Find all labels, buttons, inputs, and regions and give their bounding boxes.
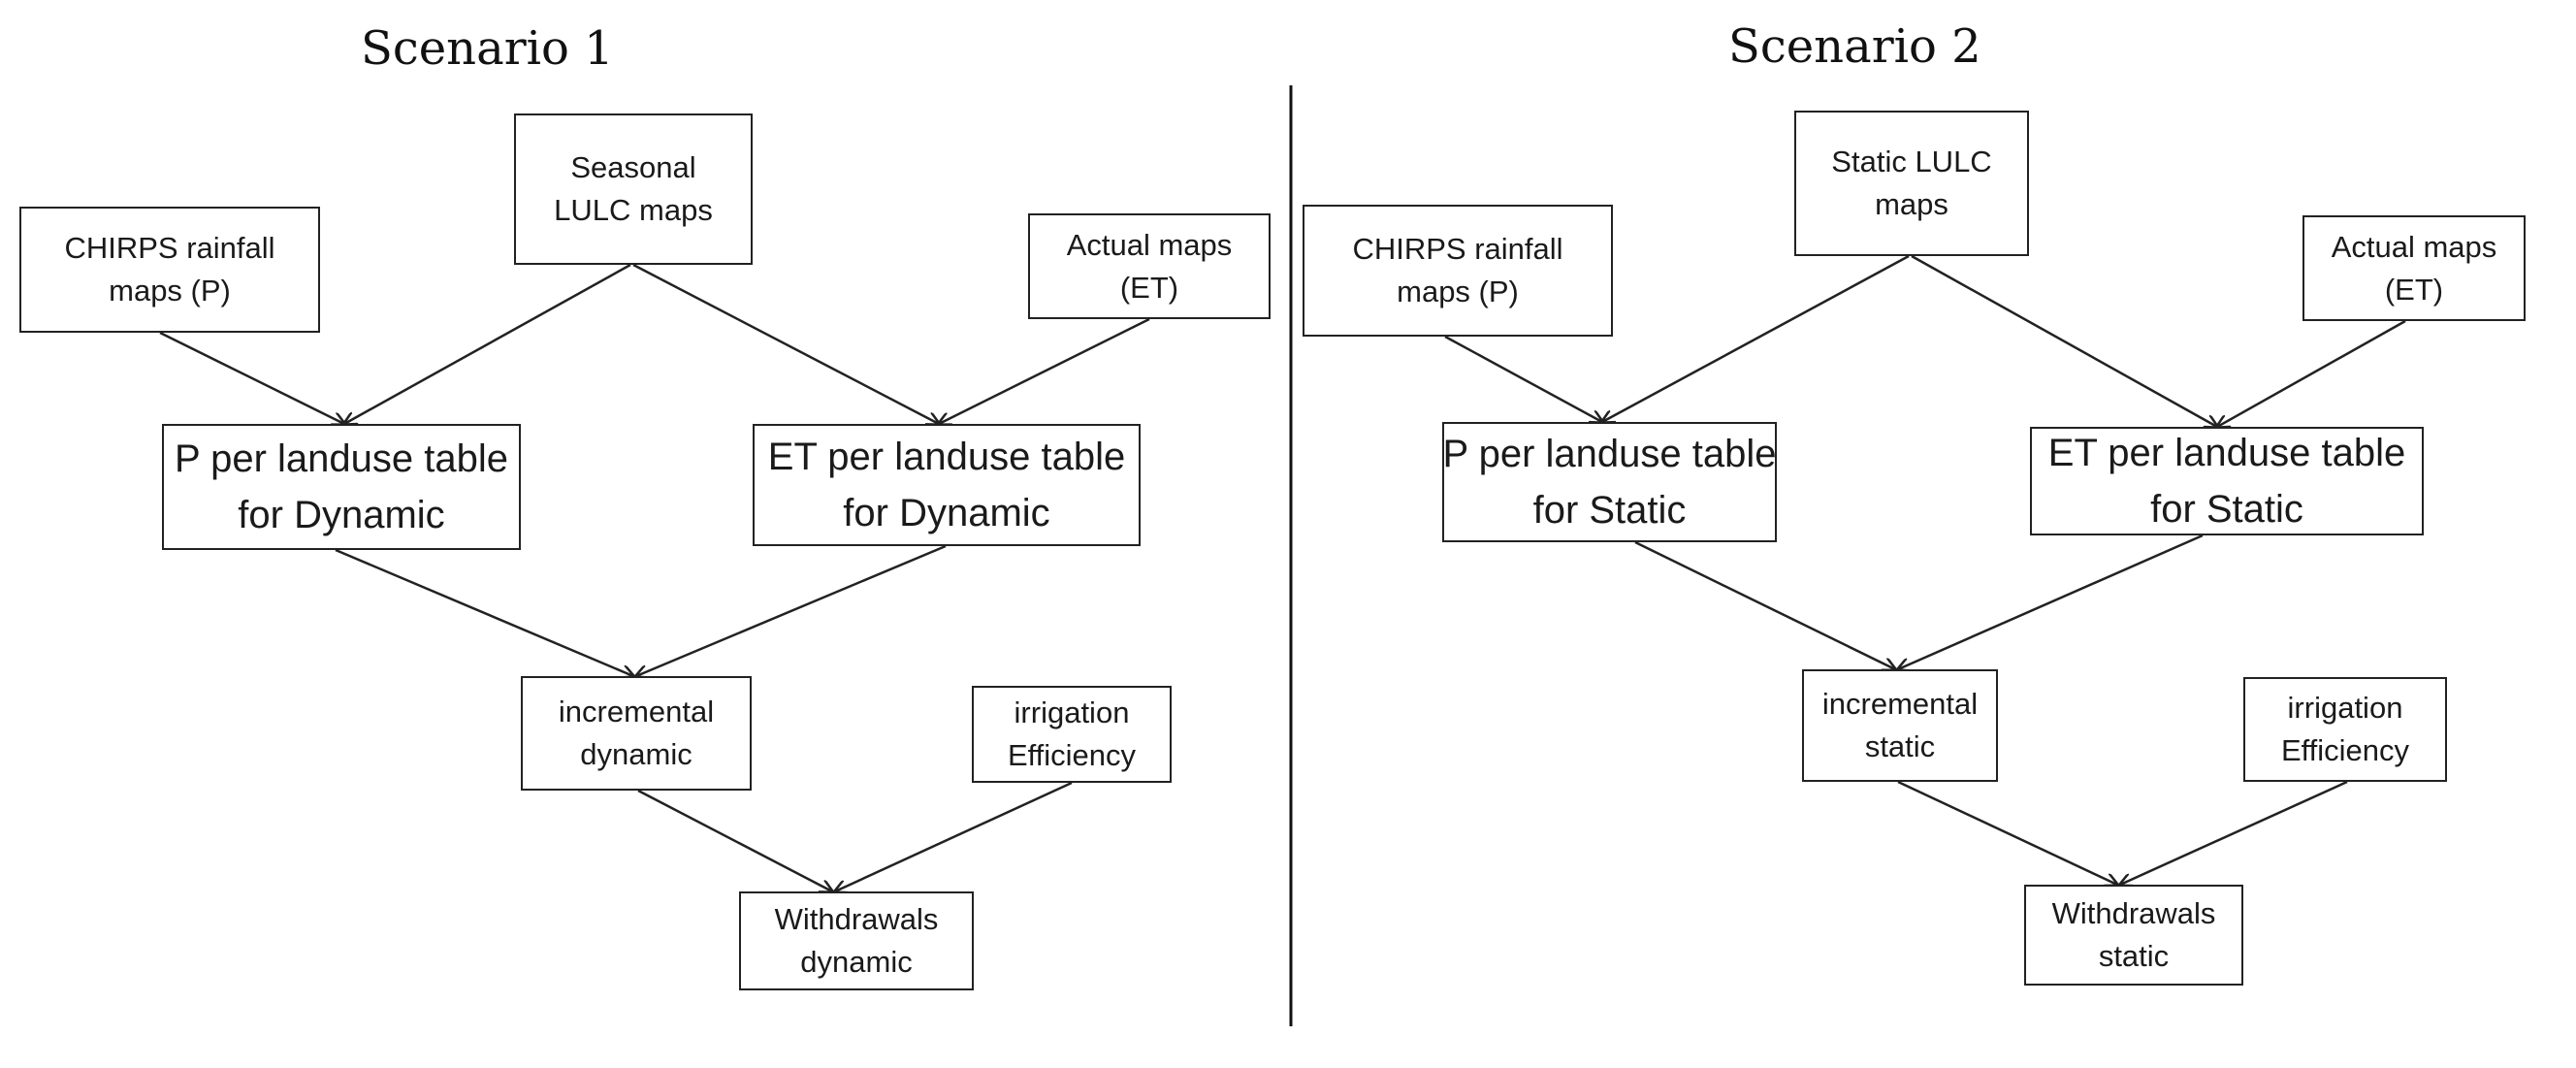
p-landuse-table-static-box: P per landuse table for Static <box>1442 422 1777 542</box>
et-landuse-table-static-box: ET per landuse table for Static <box>2030 427 2424 535</box>
box-line: Withdrawals <box>774 902 939 936</box>
box-line: Withdrawals <box>2051 896 2216 930</box>
seasonal-lulc-box: Seasonal LULC maps <box>514 113 753 265</box>
withdrawals-dynamic-box: Withdrawals dynamic <box>739 891 974 990</box>
box-line: for Dynamic <box>843 492 1050 534</box>
box-line: Seasonal <box>570 150 696 184</box>
box-line: Actual maps <box>2331 229 2497 264</box>
et-landuse-table-dynamic-box: ET per landuse table for Dynamic <box>753 424 1141 546</box>
box-line: Efficiency <box>2280 733 2410 767</box>
box-line: static <box>2098 939 2170 973</box>
box-line: CHIRPS rainfall <box>64 231 275 265</box>
box-line: ET per landuse table <box>767 436 1126 478</box>
incremental-static-box: incremental static <box>1802 669 1998 782</box>
scenario-1-title: Scenario 1 <box>361 21 614 76</box>
scenario-2-title: Scenario 2 <box>1728 19 1981 74</box>
actual-maps-box-1: Actual maps (ET) <box>1028 213 1271 319</box>
box-line: for Static <box>1532 489 1687 532</box>
box-line: Efficiency <box>1007 738 1137 772</box>
box-line: P per landuse table <box>175 437 508 480</box>
box-line: LULC maps <box>554 193 713 227</box>
arrow-irrigation-to-withdrawals-2 <box>2120 780 2348 885</box>
box-line: maps <box>1875 187 1948 221</box>
box-line: irrigation <box>2287 691 2403 725</box>
box-line: dynamic <box>580 737 692 771</box>
box-line: dynamic <box>800 945 913 979</box>
arrow-incremental-to-withdrawals-2 <box>1897 780 2117 885</box>
chirps-rainfall-box-1: CHIRPS rainfall maps (P) <box>19 207 320 333</box>
arrow-irrigation-to-withdrawals-1 <box>835 781 1073 891</box>
incremental-dynamic-box: incremental dynamic <box>521 676 752 791</box>
actual-maps-box-2: Actual maps (ET) <box>2302 215 2526 321</box>
arrow-et-table-to-incremental-1 <box>636 544 947 676</box>
box-line: static <box>1864 729 1936 763</box>
box-line: maps (P) <box>1397 275 1519 308</box>
irrigation-efficiency-box-1: irrigation Efficiency <box>972 686 1172 783</box>
box-line: incremental <box>558 695 715 728</box>
chirps-rainfall-box-2: CHIRPS rainfall maps (P) <box>1303 205 1613 337</box>
box-line: maps (P) <box>109 274 231 307</box>
arrow-actual-to-et-table-1 <box>939 317 1150 424</box>
arrow-lulc-to-p-table-1 <box>344 263 631 424</box>
box-line: incremental <box>1821 687 1979 721</box>
box-line: (ET) <box>1119 270 1179 305</box>
arrow-lulc-to-p-table-2 <box>1602 254 1910 422</box>
box-line: (ET) <box>2384 272 2444 307</box>
arrow-p-table-to-incremental-2 <box>1634 540 1895 669</box>
box-line: P per landuse table <box>1442 433 1777 475</box>
arrow-chirps-to-p-table-1 <box>159 331 344 424</box>
box-line: for Static <box>2150 488 2303 531</box>
arrow-lulc-to-et-table-1 <box>632 263 939 424</box>
box-line: irrigation <box>1014 696 1130 729</box>
arrow-p-table-to-incremental-1 <box>335 548 633 676</box>
box-line: CHIRPS rainfall <box>1352 232 1563 266</box>
box-line: ET per landuse table <box>2047 432 2406 474</box>
p-landuse-table-dynamic-box: P per landuse table for Dynamic <box>162 424 521 550</box>
withdrawals-static-box: Withdrawals static <box>2024 885 2243 986</box>
box-line: Actual maps <box>1066 227 1233 262</box>
arrow-actual-to-et-table-2 <box>2217 319 2406 427</box>
box-line: for Dynamic <box>238 494 445 536</box>
irrigation-efficiency-box-2: irrigation Efficiency <box>2243 677 2447 782</box>
box-line: Static LULC <box>1831 145 1992 178</box>
arrow-chirps-to-p-table-2 <box>1444 335 1602 422</box>
arrow-et-table-to-incremental-2 <box>1898 534 2204 669</box>
arrow-incremental-to-withdrawals-1 <box>637 789 832 891</box>
static-lulc-box: Static LULC maps <box>1794 111 2029 256</box>
arrow-lulc-to-et-table-2 <box>1911 254 2217 427</box>
